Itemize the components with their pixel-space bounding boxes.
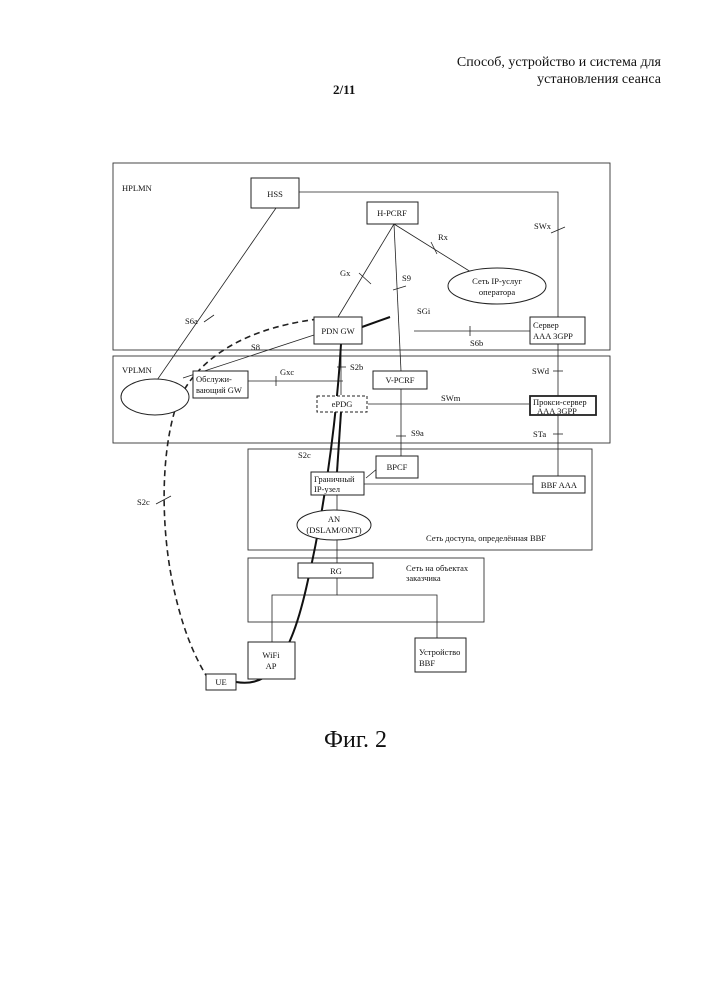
hplmn-label: HPLMN	[122, 183, 152, 193]
s9a-label: S9a	[411, 428, 424, 438]
ip-services-label-1: Сеть IP-услуг	[472, 276, 522, 286]
an-label-1: AN	[328, 514, 340, 524]
aaa-server-label-1: Сервер	[533, 320, 559, 330]
s6a-tick	[204, 315, 214, 322]
hss-label: HSS	[267, 189, 283, 199]
bbf-aaa-label: BBF AAA	[541, 480, 578, 490]
swx-label: SWx	[534, 221, 552, 231]
bbf-access-label: Сеть доступа, определённая BBF	[426, 533, 546, 543]
figure-caption-text: Фиг. 2	[324, 727, 387, 753]
s6a-label: S6a	[185, 316, 198, 326]
gxc-label: Gxc	[280, 367, 294, 377]
s2b-label: S2b	[350, 362, 363, 372]
s2c-top-label: S2c	[298, 450, 311, 460]
sgi-label: SGi	[417, 306, 431, 316]
bpcf-label: BPCF	[387, 462, 408, 472]
s6b-label: S6b	[470, 338, 483, 348]
h-pcrf-label: H-PCRF	[377, 208, 407, 218]
bbf-device-label-1: Устройство	[419, 647, 460, 657]
sta-label: STa	[533, 429, 546, 439]
customer-premises-label-2: заказчика	[406, 573, 441, 583]
pdn-gw-label: PDN GW	[321, 326, 354, 336]
aaa-server-label-2: AAA 3GPP	[533, 331, 573, 341]
rg-to-bbf-device-link	[337, 595, 437, 638]
customer-premises-label-1: Сеть на объектах	[406, 563, 469, 573]
s8-label: S8	[251, 342, 260, 352]
swd-label: SWd	[532, 366, 550, 376]
rx-label: Rx	[438, 232, 449, 242]
ip-services-label-2: оператора	[479, 287, 515, 297]
wifi-ap-label-2: AP	[266, 661, 277, 671]
v-pcrf-label: V-PCRF	[386, 375, 415, 385]
s9-tick	[393, 286, 406, 290]
ue-label: UE	[215, 677, 226, 687]
rg-label: RG	[330, 566, 342, 576]
figure-caption: Фиг. 2	[0, 727, 707, 754]
epdg-to-border-bearer	[337, 412, 341, 472]
rg-to-wifi-link	[272, 578, 337, 642]
an-label-2: (DSLAM/ONT)	[306, 525, 361, 535]
bbf-device-label-2: BBF	[419, 658, 435, 668]
swm-label: SWm	[441, 393, 461, 403]
sgi-bearer	[362, 317, 390, 327]
vplmn-label: VPLMN	[122, 365, 152, 375]
epdg-label: ePDG	[332, 399, 353, 409]
aaa-proxy-label-2: AAA 3GPP	[537, 406, 577, 416]
border-ip-label-2: IP-узел	[314, 484, 341, 494]
ip-services-ellipse	[448, 268, 546, 304]
vplmn-ellipse	[121, 379, 189, 415]
wifi-ap-label-1: WiFi	[262, 650, 280, 660]
s9-link	[394, 224, 401, 371]
serving-gw-label-2: вающий GW	[196, 385, 242, 395]
border-ip-label-1: Граничный	[314, 474, 355, 484]
serving-gw-label-1: Обслужи-	[196, 374, 232, 384]
s9-label: S9	[402, 273, 411, 283]
s6a-link	[155, 208, 276, 383]
gx-label: Gx	[340, 268, 351, 278]
s2c-left-label: S2c	[137, 497, 150, 507]
